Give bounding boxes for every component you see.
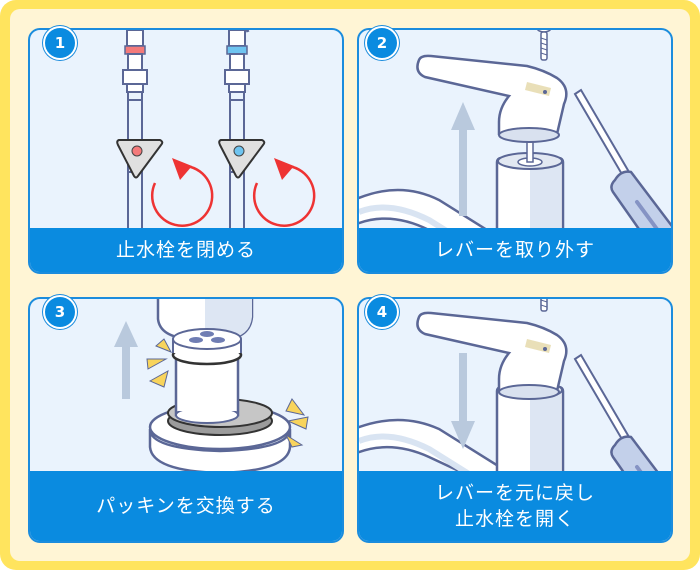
packing-replacement-illustration — [114, 299, 309, 475]
step-caption: レバーを取り外す — [359, 228, 671, 272]
screw-icon — [540, 299, 548, 312]
up-arrow-icon — [114, 321, 138, 399]
rotate-arrow-icon — [150, 158, 316, 227]
step-number-badge: 2 — [367, 28, 397, 58]
valve-handle-cold — [218, 139, 266, 179]
sparkle-icon — [146, 338, 309, 448]
cold-pipe — [224, 30, 250, 272]
step-panel-4: レバーを元に戻し 止水栓を開く — [357, 297, 673, 543]
step-caption: レバーを元に戻し 止水栓を開く — [359, 471, 671, 541]
step-caption-line-1: レバーを元に戻し — [434, 482, 595, 504]
step-panel-1: 止水栓を閉める — [28, 28, 344, 274]
step-number-badge: 3 — [45, 297, 75, 327]
faucet-lever — [416, 54, 568, 143]
up-arrow-icon — [451, 102, 475, 216]
step-number-badge: 4 — [367, 297, 397, 327]
step-caption: パッキンを交換する — [30, 471, 342, 541]
step-number-badge: 1 — [45, 28, 75, 58]
faucet-lever — [416, 311, 568, 400]
step-panel-3: パッキンを交換する — [28, 297, 344, 543]
step-caption: 止水栓を閉める — [30, 228, 342, 272]
step-caption-line-2: 止水栓を開く — [454, 508, 575, 530]
screw-icon — [536, 30, 552, 61]
down-arrow-icon — [451, 353, 475, 449]
step-panel-2: レバーを取り外す — [357, 28, 673, 274]
valve-illustration — [116, 30, 316, 272]
valve-handle-hot — [116, 139, 164, 179]
